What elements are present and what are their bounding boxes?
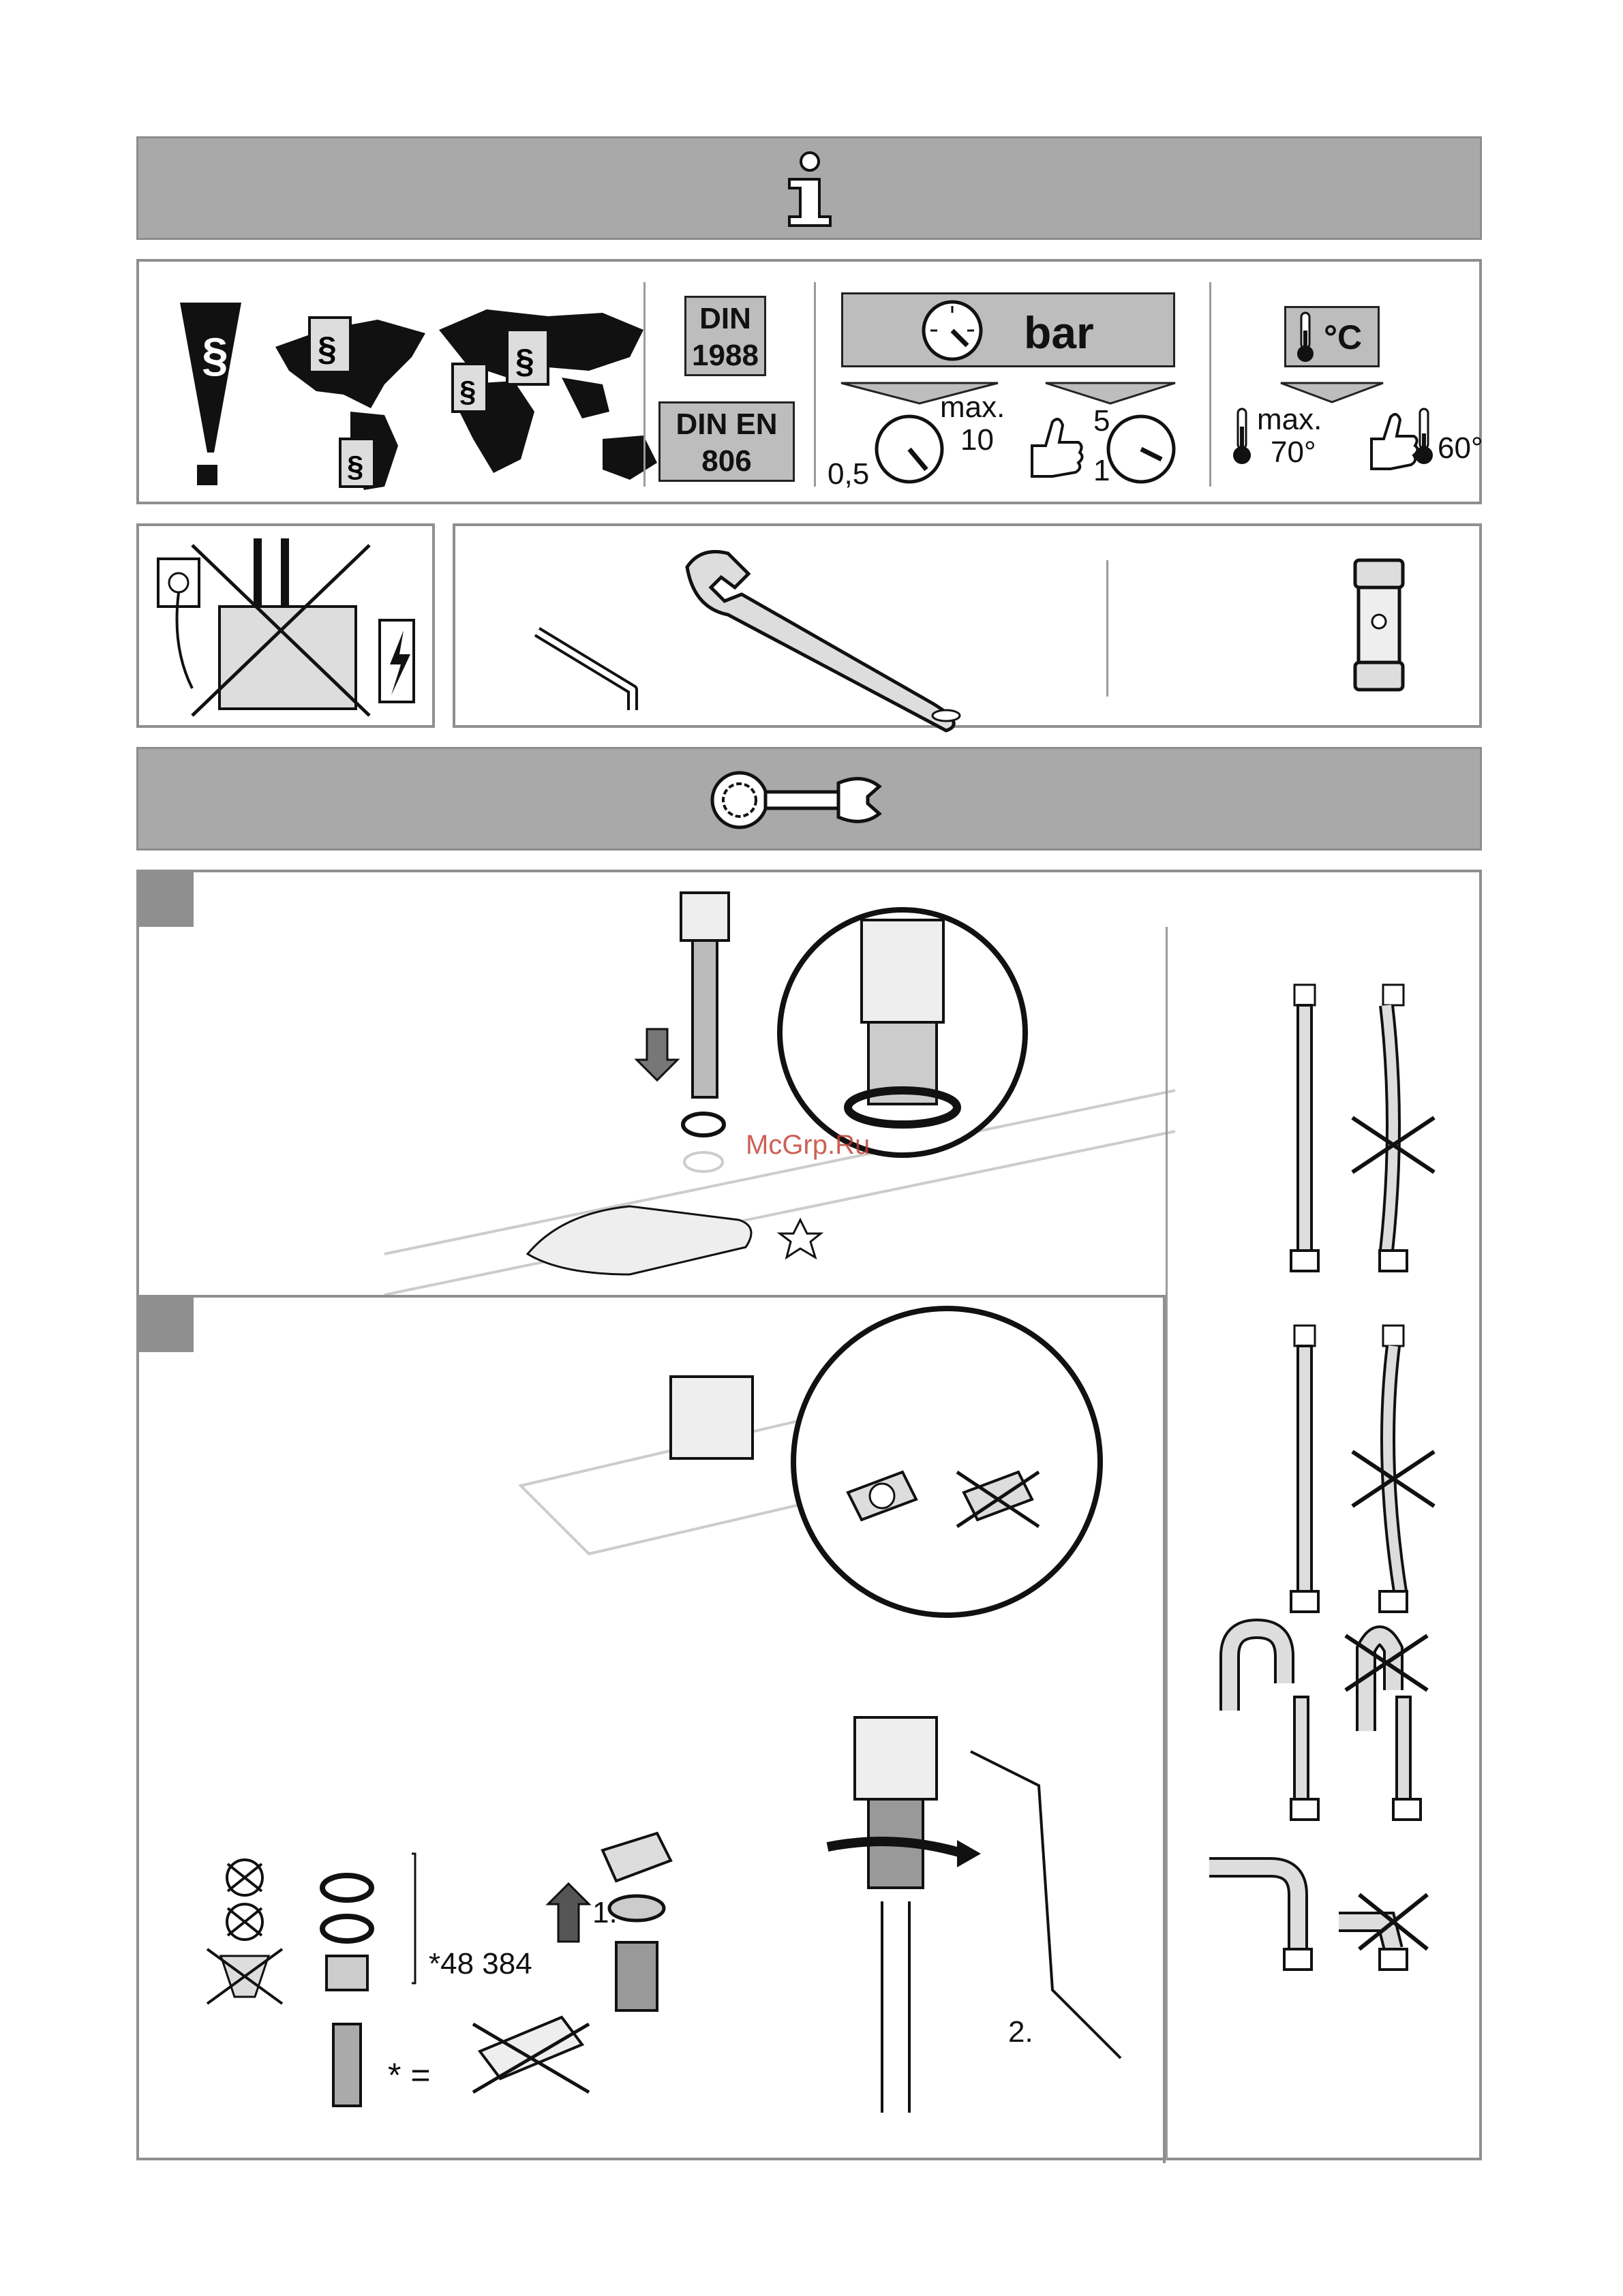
spanner-icon bbox=[706, 766, 890, 834]
pressure-max-label: max. bbox=[940, 393, 1005, 423]
tools-divider bbox=[1106, 560, 1108, 697]
step-1-mounting-illustration bbox=[357, 886, 1311, 1295]
pressure-unit-text: bar bbox=[1024, 307, 1094, 358]
regulations-warning-icon: § § § § § bbox=[166, 282, 684, 493]
pressure-gauge-icon bbox=[918, 296, 986, 365]
temperature-unit-box: °C bbox=[1284, 306, 1380, 367]
adjustable-wrench-icon bbox=[673, 540, 987, 731]
svg-text:§: § bbox=[347, 450, 363, 483]
step-two-label: 2. bbox=[1008, 2017, 1033, 2047]
temperature-max-value: 70° bbox=[1271, 438, 1316, 468]
din-en-806-label: DIN EN 806 bbox=[658, 401, 795, 482]
step-1-marker bbox=[139, 872, 194, 927]
info-i-icon bbox=[776, 152, 844, 227]
pressure-arrows bbox=[841, 383, 1182, 410]
svg-text:§: § bbox=[318, 330, 337, 368]
hex-key-icon bbox=[530, 622, 667, 717]
thermometer-max-icon bbox=[1228, 406, 1256, 468]
temperature-recommended-value: 60° bbox=[1438, 433, 1483, 463]
pressure-gauge-max-icon bbox=[872, 412, 947, 487]
pressure-gauge-recommended-icon bbox=[1104, 412, 1179, 487]
thumbs-up-pressure-icon bbox=[1025, 408, 1087, 483]
assembly-panel: McGrp.Ru bbox=[136, 870, 1482, 2160]
standards-divider-2 bbox=[814, 282, 816, 487]
right-column-divider bbox=[1166, 927, 1168, 2160]
standards-divider-3 bbox=[1209, 282, 1211, 487]
step-2-mounting-illustration bbox=[180, 1308, 1148, 2154]
svg-text:§: § bbox=[202, 328, 228, 381]
electrical-warning-panel bbox=[136, 523, 435, 728]
socket-tool-icon bbox=[1341, 553, 1416, 697]
asterisk-equals-label: * = bbox=[388, 2058, 431, 2092]
order-number-label: *48 384 bbox=[429, 1949, 532, 1979]
standards-panel: § § § § § DIN 1988 DIN EN 806 bar bbox=[136, 259, 1482, 504]
thermometer-recommended-icon bbox=[1410, 406, 1438, 468]
temperature-max-label: max. bbox=[1257, 405, 1322, 435]
din-1988-label: DIN 1988 bbox=[684, 296, 766, 376]
temperature-unit-text: °C bbox=[1324, 318, 1362, 357]
standards-divider-1 bbox=[643, 282, 646, 487]
no-electrical-work-icon bbox=[145, 532, 431, 722]
pressure-max-value: 10 bbox=[960, 425, 994, 455]
svg-text:§: § bbox=[515, 342, 534, 380]
tools-panel bbox=[453, 523, 1482, 728]
assembly-header-band bbox=[136, 747, 1482, 851]
watermark-text: McGrp.Ru bbox=[746, 1131, 870, 1159]
step-one-label: 1. bbox=[592, 1898, 618, 1928]
info-header-band bbox=[136, 136, 1482, 240]
svg-text:§: § bbox=[459, 375, 476, 408]
pressure-min-value: 0,5 bbox=[828, 459, 869, 489]
hose-handling-illustration bbox=[1202, 981, 1475, 2140]
pressure-unit-box: bar bbox=[841, 292, 1175, 367]
thermometer-icon bbox=[1292, 310, 1319, 365]
